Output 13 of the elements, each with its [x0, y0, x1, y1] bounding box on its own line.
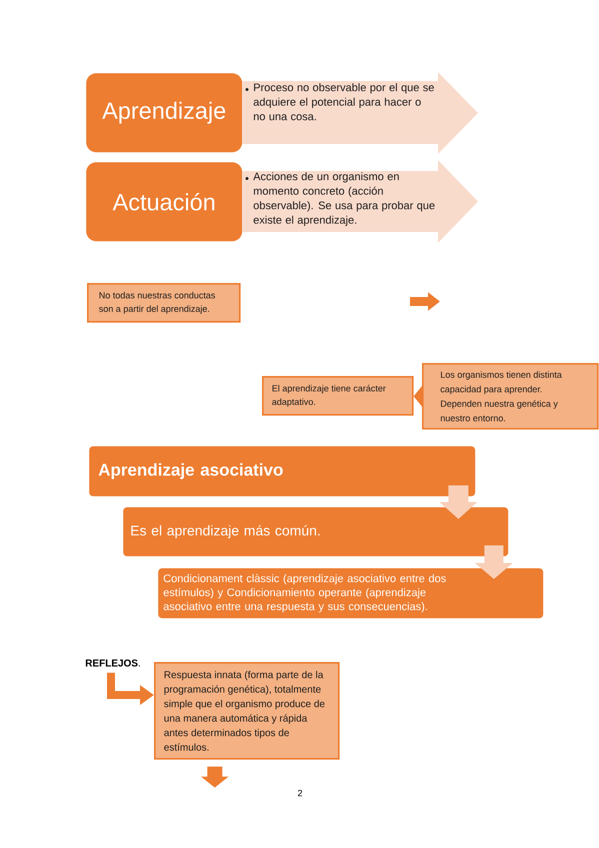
callout-box: Los organismos tienen distinta capacidad para aprender. Dependen nuestra genética y nuestro entorno. — [422, 363, 599, 430]
note-box: No todas nuestras conductas son a partir del aprendizaje. — [87, 283, 241, 323]
arrow-banner: Acciones de un organismo en momento concreto (acción observable). Se usa para probar que existe el aprendizaje. — [242, 160, 478, 243]
step-box: Es el aprendizaje más común. — [123, 507, 508, 556]
page-number: 2 — [298, 790, 302, 796]
note-box: El aprendizaje tiene carácter adaptativo. — [262, 376, 414, 416]
heading-box: Aprendizaje asociativo — [89, 446, 476, 496]
step-box: Condicionament clàssic (aprendizaje asociativo entre dos estímulos) y Condicionamiento operante (aprendizaje asociativo entre una respuesta y sus consecuencias). — [158, 568, 544, 618]
term-box: Aprendizaje — [86, 73, 242, 152]
note-box: Respuesta innata (forma parte de la programación genética), totalmente simple que el organismo produce de una manera automática y rápida antes determinados tipos de estímulos. — [154, 662, 340, 760]
arrow-banner: Proceso no observable por el que se adquiere el potencial para hacer o no una cosa. — [242, 72, 478, 154]
section-heading: REFLEJOS. — [86, 659, 140, 667]
term-box: Actuación — [86, 162, 242, 242]
